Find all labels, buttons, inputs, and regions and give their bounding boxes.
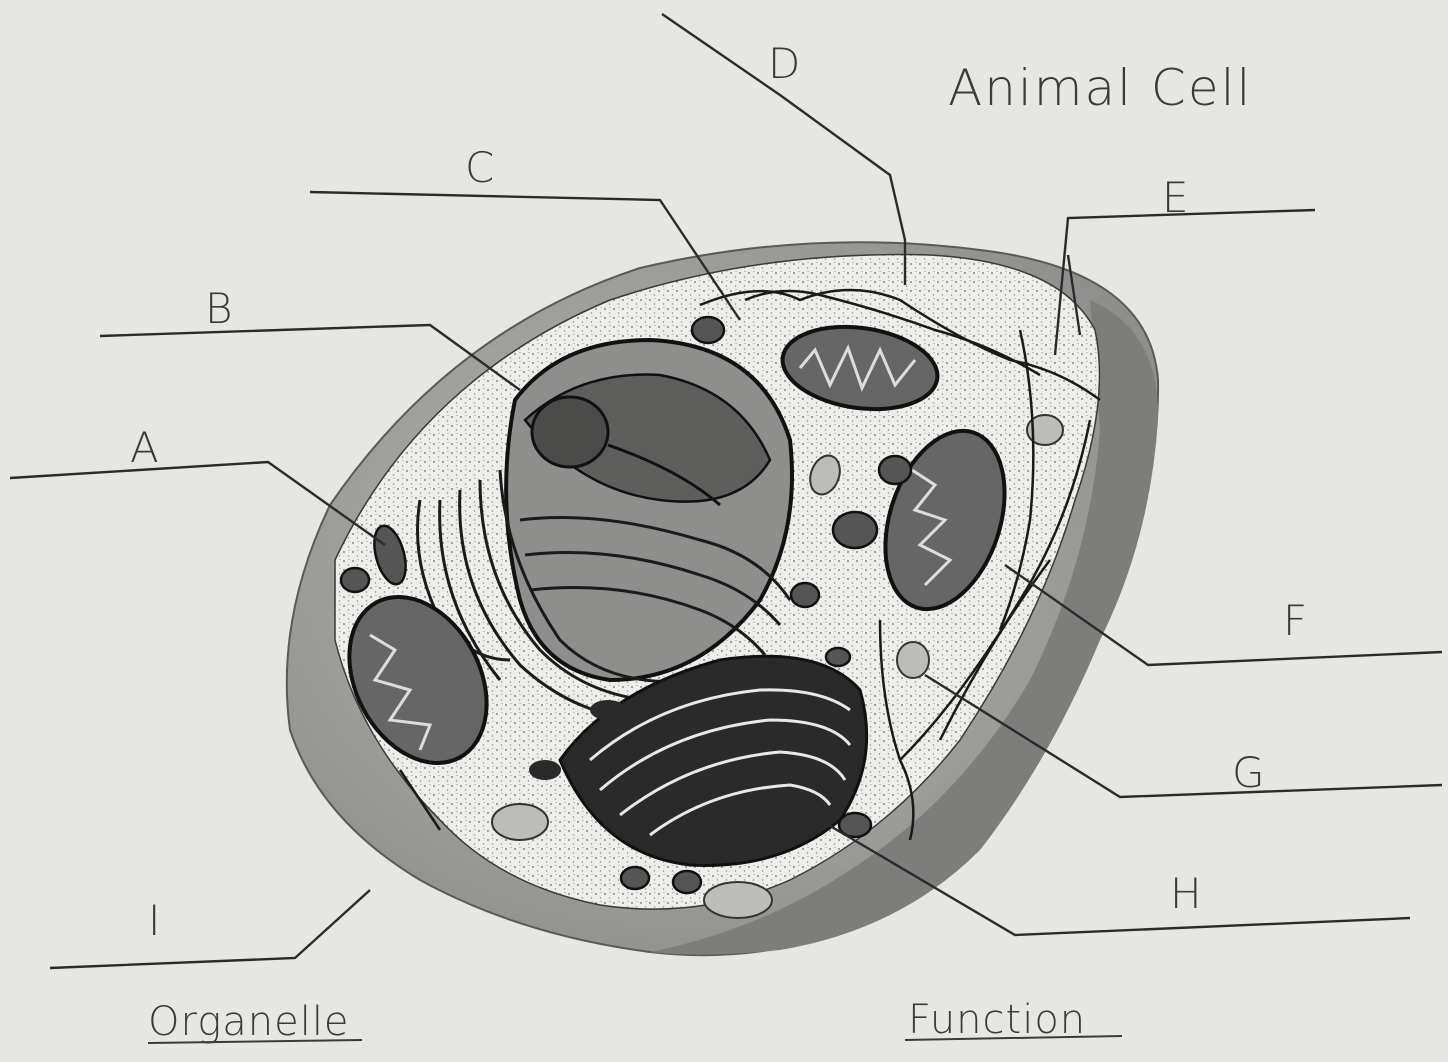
column-heading-organelle: Organelle (148, 999, 350, 1045)
diagram-title: Animal Cell (948, 59, 1252, 117)
label-e: E (1162, 173, 1189, 222)
leader-line-i (50, 890, 370, 968)
label-a: A (130, 423, 159, 472)
label-b: B (205, 284, 233, 333)
label-i: I (148, 896, 160, 945)
label-c: C (465, 143, 494, 192)
label-g: G (1232, 748, 1265, 797)
label-h: H (1170, 869, 1202, 918)
cell-illustration (287, 242, 1158, 955)
label-f: F (1283, 596, 1307, 645)
nucleolus (532, 397, 608, 467)
label-d: D (768, 39, 800, 88)
column-heading-function: Function (908, 997, 1086, 1043)
